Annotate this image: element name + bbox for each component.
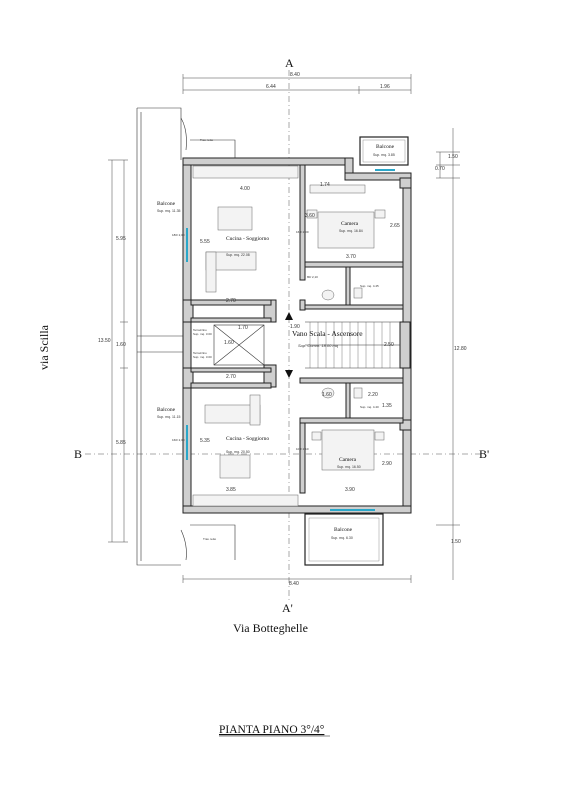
dim-290: 2.90 <box>382 461 392 467</box>
dim-385: 3.85 <box>226 487 236 493</box>
dim-220: 2.20 <box>368 392 378 398</box>
top-dimensions: 8.40 6.44 1.96 <box>182 72 412 94</box>
room-camera-top: Camera <box>341 221 359 227</box>
room-stair-area: Sup. Comm. 18.00 mq <box>298 343 339 348</box>
dim-190: 1.90 <box>290 324 300 330</box>
dim-right-bottom: 1.50 <box>451 539 461 545</box>
room-balcone-s: Balcone <box>334 527 353 533</box>
room-balcone-ne: Balcone <box>376 144 395 150</box>
west-terrace <box>136 107 236 566</box>
street-west: via Scilla <box>37 324 51 370</box>
dim-left-upper: 5.95 <box>116 236 126 242</box>
furniture-lower <box>192 387 385 507</box>
room-camera-bottom: Camera <box>339 457 357 463</box>
dim-160b: 1.60 <box>322 392 332 398</box>
room-bagno-top-area: Sup. mq. 4.45 <box>360 284 379 288</box>
dim-top-right: 1.96 <box>380 84 390 90</box>
room-cucina-top: Cucina - Soggiorno <box>226 236 269 242</box>
label-trav-bottom: Trav. tetto <box>203 537 217 541</box>
interior-walls <box>190 164 411 494</box>
room-balcone-nw-area: Sup. mq. 11.35 <box>157 209 181 213</box>
label-terrazzino-bottom: Terrazzino <box>193 351 207 355</box>
dim-265: 2.65 <box>390 223 400 229</box>
room-camera-bottom-area: Sup. mq. 16.50 <box>337 465 361 469</box>
interior-dimensions: 4.00 1.74 3.60 5.55 2.65 3.70 2.70 1.70 … <box>200 182 400 493</box>
room-bagno-bottom-area: Sup. mq. 4.40 <box>360 405 379 409</box>
dim-270b: 2.70 <box>226 374 236 380</box>
label-terrazzino-top-area: Sup. mq. 3.00 <box>193 332 212 336</box>
dim-135: 1.35 <box>382 403 392 409</box>
section-label-b: B <box>74 447 82 461</box>
dim-170: 1.70 <box>238 325 248 331</box>
room-balcone-sw-area: Sup. mq. 11.15 <box>157 415 181 419</box>
right-dimensions: 1.50 0.70 12.80 1.50 <box>435 128 467 580</box>
room-cucina-bottom: Cucina - Soggiorno <box>226 436 269 442</box>
dim-535: 5.35 <box>200 438 210 444</box>
dim-270a: 2.70 <box>226 298 236 304</box>
dim-174: 1.74 <box>320 182 330 188</box>
section-label-b-prime: B' <box>479 447 489 461</box>
stairwell <box>213 312 400 378</box>
label-window-e: 100/ 2,10 <box>296 447 309 451</box>
section-label-a: A <box>285 56 294 70</box>
ne-balcony <box>359 136 409 166</box>
dim-bottom-total: 8.40 <box>289 581 299 587</box>
dim-left-lower: 5.85 <box>116 440 126 446</box>
dim-left-middle: 1.60 <box>116 342 126 348</box>
dim-left-total: 13.50 <box>98 338 111 344</box>
label-window-c: 160/ 2,00 <box>296 230 309 234</box>
street-south: Via Botteghelle <box>233 621 308 635</box>
room-balcone-ne-area: Sup. mq. 3.85 <box>373 153 395 157</box>
stair-up-arrow-icon <box>285 312 293 320</box>
room-cucina-top-area: Sup. mq. 22.08 <box>226 253 250 257</box>
small-annotations: Trav. tetto Trav. tetto Terrazzino Sup. … <box>172 138 318 541</box>
bottom-dimension: 8.40 <box>182 575 412 587</box>
label-window-b: 160/ 2,00 <box>172 438 185 442</box>
dim-right-top: 1.50 <box>448 154 458 160</box>
room-stair: Vano Scala - Ascensore <box>292 329 363 338</box>
left-dimensions: 13.50 5.95 1.60 5.85 <box>98 159 128 543</box>
dim-right-small: 0.70 <box>435 166 445 172</box>
dim-400: 4.00 <box>240 186 250 192</box>
dim-360: 3.60 <box>305 213 315 219</box>
label-trav-top: Trav. tetto <box>200 138 214 142</box>
dim-right-total: 12.80 <box>454 346 467 352</box>
stair-down-arrow-icon <box>285 370 293 378</box>
dim-160a: 1.60 <box>224 340 234 346</box>
dim-250: 2.50 <box>384 342 394 348</box>
dim-555: 5.55 <box>200 239 210 245</box>
room-cucina-bottom-area: Sup. mq. 20.50 <box>226 450 250 454</box>
dim-top-left: 6.44 <box>266 84 276 90</box>
label-window-a: 180/ 2,00 <box>172 233 185 237</box>
room-camera-top-area: Sup. mq. 16.84 <box>339 229 363 233</box>
room-balcone-nw: Balcone <box>157 201 176 207</box>
room-balcone-s-area: Sup. mq. 6.30 <box>331 536 353 540</box>
dim-370: 3.70 <box>346 254 356 260</box>
south-balcony <box>304 513 384 566</box>
plan-title: PIANTA PIANO 3°/4° <box>219 724 325 736</box>
dim-390: 3.90 <box>345 487 355 493</box>
section-label-a-prime: A' <box>282 601 293 615</box>
dim-top-total: 8.40 <box>290 72 300 78</box>
label-terrazzino-bottom-area: Sup. mq. 3.00 <box>193 355 212 359</box>
room-balcone-sw: Balcone <box>157 407 176 413</box>
label-window-d: 80/ 2,10 <box>307 275 318 279</box>
label-terrazzino-top: Terrazzino <box>193 328 207 332</box>
furniture-upper <box>192 165 386 301</box>
